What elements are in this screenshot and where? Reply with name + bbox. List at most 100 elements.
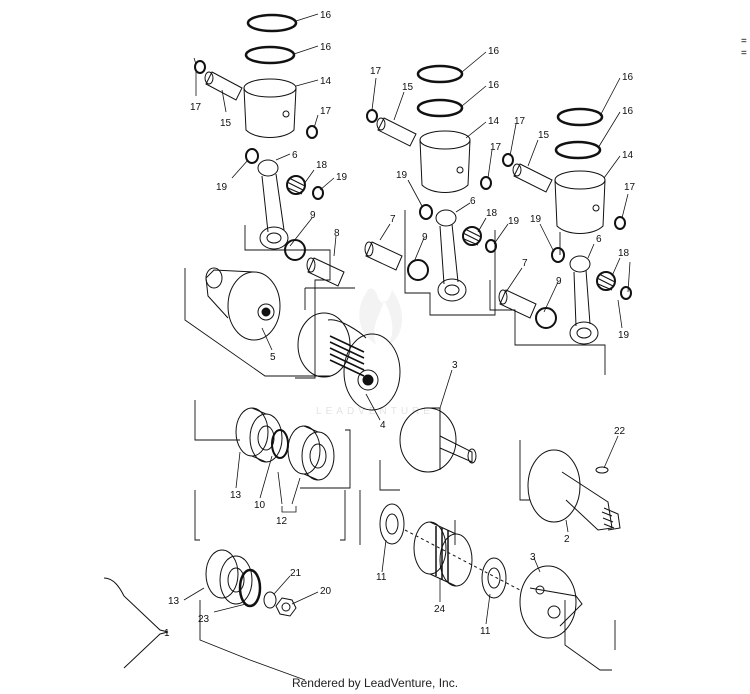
callout-19: 19	[336, 172, 348, 183]
crankpin	[306, 257, 345, 287]
needle-bearing	[286, 175, 306, 195]
callout-11: 11	[376, 572, 387, 583]
side-mark-bottom: =	[741, 48, 747, 59]
seal-23	[238, 568, 262, 608]
callout-14: 14	[320, 76, 332, 87]
crank-web-3-upper	[399, 407, 477, 473]
end-bearing-13	[205, 549, 253, 605]
piston	[243, 78, 297, 138]
thrust-washer	[551, 247, 565, 263]
right-piston-group	[498, 107, 632, 345]
leadventure-watermark: LEADVENTURE	[316, 288, 434, 417]
callout-10: 10	[254, 500, 266, 511]
callout-9: 9	[310, 210, 316, 221]
callout-3: 3	[530, 552, 536, 563]
bearing-11-right	[481, 557, 507, 599]
crank-bearing	[535, 307, 557, 329]
main-bearing-left	[235, 407, 283, 463]
connecting-rod	[257, 159, 289, 250]
callout-17: 17	[370, 66, 382, 77]
side-mark-top: =	[741, 36, 747, 47]
callout-23: 23	[198, 614, 210, 625]
main-bearing-right	[287, 425, 335, 481]
callout-21: 21	[290, 568, 302, 579]
callout-6: 6	[470, 196, 476, 207]
callout-19: 19	[508, 216, 520, 227]
circlip	[306, 125, 318, 139]
piston-ring	[556, 107, 604, 127]
shaft-line	[404, 529, 521, 591]
subassembly-outlines	[184, 210, 616, 681]
callout-7: 7	[390, 214, 396, 225]
callout-8: 8	[334, 228, 340, 239]
leader-lines	[183, 13, 631, 625]
callout-18: 18	[316, 160, 328, 171]
center-piston-group	[364, 64, 497, 302]
callout-4: 4	[380, 420, 386, 431]
callout-16: 16	[320, 10, 332, 21]
piston-pin	[376, 117, 417, 147]
callout-9: 9	[556, 276, 562, 287]
callout-17: 17	[514, 116, 526, 127]
needle-bearing	[596, 271, 616, 291]
labyrinth-seal-24	[413, 521, 473, 587]
callout-19: 19	[530, 214, 542, 225]
side-mark: = =	[741, 36, 747, 60]
callout-1: 1	[164, 628, 170, 639]
circlip	[614, 216, 626, 230]
callout-19: 19	[216, 182, 228, 193]
callout-18: 18	[486, 208, 498, 219]
washer-21	[263, 591, 277, 609]
footer-credit: Rendered by LeadVenture, Inc.	[291, 676, 459, 690]
thrust-washer	[245, 148, 259, 164]
crank-bearing	[407, 259, 429, 281]
callout-19: 19	[396, 170, 408, 181]
callout-14: 14	[622, 150, 634, 161]
piston-ring	[246, 13, 298, 33]
piston-ring	[416, 98, 464, 118]
callout-13: 13	[230, 490, 242, 501]
assembly-brace	[103, 577, 169, 669]
thrust-washer	[419, 204, 433, 220]
callout-14: 14	[488, 116, 500, 127]
callout-6: 6	[292, 150, 298, 161]
callout-22: 22	[614, 426, 626, 437]
crankshaft-2	[527, 449, 621, 531]
callout-15: 15	[402, 82, 414, 93]
thrust-washer	[312, 186, 324, 200]
thrust-washer	[485, 239, 497, 253]
callout-17: 17	[320, 106, 332, 117]
callout-17: 17	[624, 182, 636, 193]
svg-text:LEADVENTURE: LEADVENTURE	[316, 406, 434, 417]
callout-18: 18	[618, 248, 630, 259]
callout-2: 2	[564, 534, 570, 545]
callout-15: 15	[538, 130, 550, 141]
connecting-rod	[435, 209, 467, 302]
callout-16: 16	[622, 72, 634, 83]
callout-16: 16	[622, 106, 634, 117]
callout-3: 3	[452, 360, 458, 371]
callout-17: 17	[190, 102, 202, 113]
left-piston-group	[194, 13, 345, 287]
crankpin	[498, 289, 537, 319]
circlip	[366, 109, 378, 123]
crank-web-center	[297, 312, 401, 411]
callout-5: 5	[270, 352, 276, 363]
piston-ring	[416, 64, 464, 84]
callout-15: 15	[220, 118, 232, 129]
callout-9: 9	[422, 232, 428, 243]
piston	[554, 170, 606, 234]
thrust-washer	[620, 286, 632, 300]
piston-ring	[554, 140, 602, 160]
circlip	[502, 153, 514, 167]
callout-13: 13	[168, 596, 180, 607]
piston-pin	[512, 163, 553, 193]
callout-20: 20	[320, 586, 332, 597]
callout-19: 19	[618, 330, 630, 341]
piston-pin	[204, 71, 243, 101]
callout-labels: 16 16 14 17 15 17 6 19 18 19 9 8 16 16 1…	[164, 10, 636, 639]
callout-24: 24	[434, 604, 446, 615]
piston-ring	[244, 45, 296, 65]
crankpin	[364, 241, 403, 271]
